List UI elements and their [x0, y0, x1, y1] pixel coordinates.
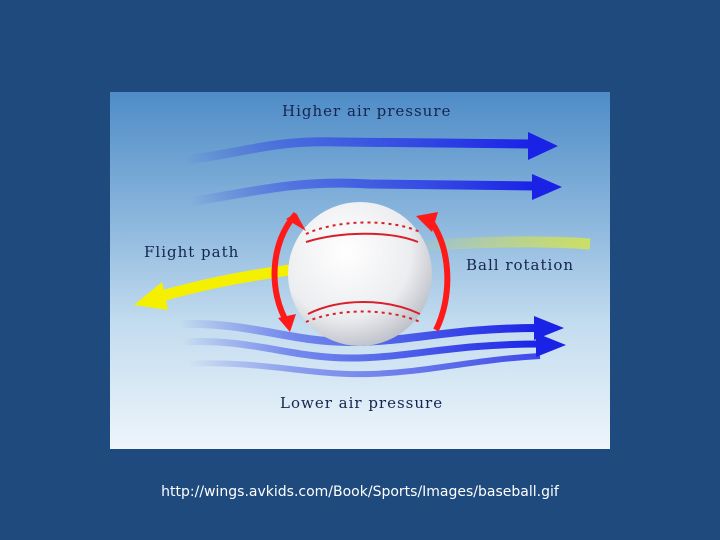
flight-path-tail	[409, 236, 591, 253]
flight-path-label: Flight path	[144, 243, 240, 261]
baseball-diagram: Higher air pressure Flight path Ball rot…	[110, 92, 610, 449]
baseball-icon	[288, 202, 432, 346]
airflow-arrow-icon	[184, 132, 558, 165]
diagram-graphic	[134, 132, 591, 378]
airflow-arrow-icon	[187, 353, 541, 378]
rotation-arrow-icon	[416, 212, 451, 332]
higher-pressure-label: Higher air pressure	[282, 102, 452, 120]
airflow-arrow-icon	[189, 174, 562, 207]
airflow-arrow-icon	[181, 333, 566, 362]
source-caption: http://wings.avkids.com/Book/Sports/Imag…	[161, 484, 559, 500]
flight-path-arrow-icon	[134, 264, 291, 310]
ball-rotation-label: Ball rotation	[466, 256, 575, 274]
rotation-arrow-icon	[271, 211, 306, 332]
lower-pressure-label: Lower air pressure	[280, 394, 444, 412]
